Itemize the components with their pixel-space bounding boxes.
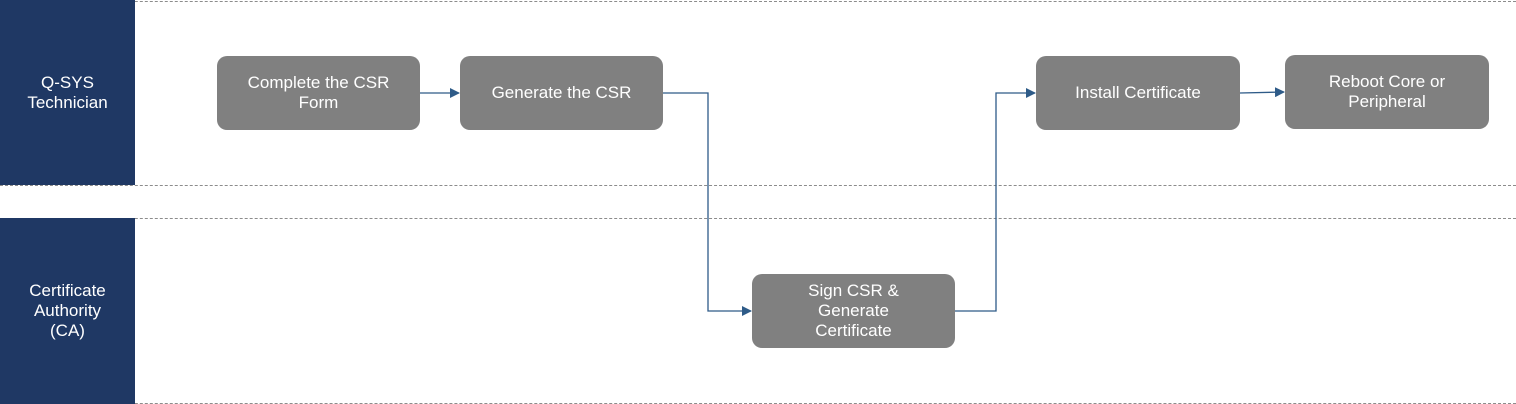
step-generate-csr: Generate the CSR — [460, 56, 663, 130]
lane-divider-top — [0, 1, 1516, 2]
connector-sign-to-install — [955, 88, 1036, 312]
lane-label-certificate-authority: Certificate Authority (CA) — [29, 281, 106, 340]
step-install-certificate: Install Certificate — [1036, 56, 1240, 130]
step-sign-csr-generate-certificate: Sign CSR & Generate Certificate — [752, 274, 955, 348]
step-label-sign-csr-generate-certificate: Sign CSR & Generate Certificate — [808, 281, 899, 340]
lane-divider-ca-top — [0, 218, 1516, 219]
connector-generate-to-sign — [663, 92, 752, 316]
lane-divider-tech-bottom — [0, 185, 1516, 186]
step-complete-csr-form: Complete the CSR Form — [217, 56, 420, 130]
connector-install-to-reboot — [1239, 87, 1285, 98]
step-label-reboot-core-or-peripheral: Reboot Core or Peripheral — [1328, 72, 1446, 111]
lane-label-qsys-technician: Q-SYS Technician — [27, 72, 108, 112]
step-label-install-certificate: Install Certificate — [1075, 83, 1201, 102]
step-reboot-core-or-peripheral: Reboot Core or Peripheral — [1285, 55, 1489, 129]
step-label-generate-csr: Generate the CSR — [491, 83, 632, 102]
lane-header-qsys-technician: Q-SYS Technician — [0, 0, 135, 185]
step-label-complete-csr-form: Complete the CSR Form — [247, 73, 390, 112]
lane-header-certificate-authority: Certificate Authority (CA) — [0, 218, 135, 404]
